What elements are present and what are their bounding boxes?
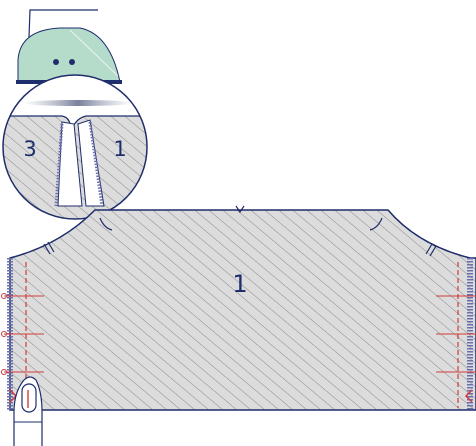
zipper-foot-icon — [13, 376, 43, 446]
pins-right — [436, 295, 476, 373]
arrow-right — [464, 389, 473, 403]
pattern-piece: 1 — [1, 205, 476, 411]
detail-left-label: 3 — [23, 137, 36, 161]
seam-detail-circle: 3 1 — [2, 74, 148, 220]
piece-label: 1 — [232, 270, 247, 298]
notch-marker-icon — [43, 205, 437, 257]
pins-left — [1, 293, 44, 375]
iron-icon — [16, 9, 122, 84]
detail-right-label: 1 — [113, 137, 126, 161]
